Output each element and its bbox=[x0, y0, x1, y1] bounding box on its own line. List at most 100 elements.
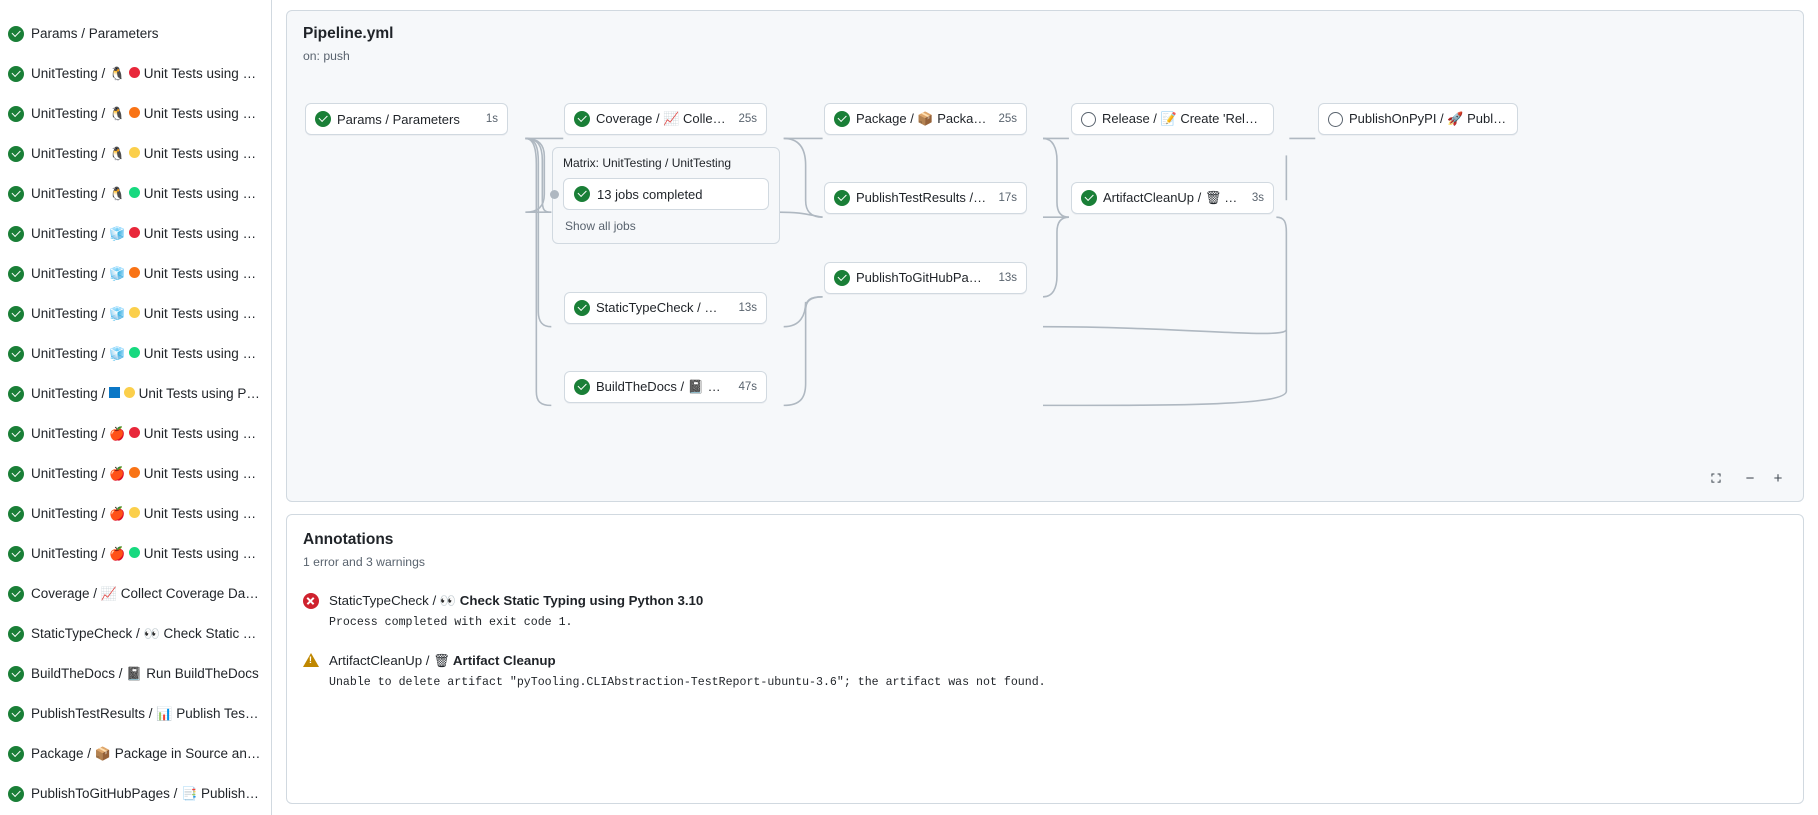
status-success-icon bbox=[8, 586, 24, 602]
python-version-dot-icon bbox=[129, 107, 140, 118]
python-version-dot-icon bbox=[129, 427, 140, 438]
sidebar-job-label: UnitTesting / 🍎 Unit Tests using Pyth… bbox=[31, 506, 261, 521]
sidebar-job-label: UnitTesting / 🧊 Unit Tests using Pyth… bbox=[31, 306, 261, 321]
annotation-message: Unable to delete artifact "pyTooling.CLI… bbox=[329, 676, 1046, 689]
platform-emoji-icon: 🍎 bbox=[109, 546, 126, 561]
platform-emoji-icon: 📦 bbox=[94, 746, 111, 761]
zoom-buttons[interactable]: − + bbox=[1739, 467, 1789, 489]
status-success-icon bbox=[315, 111, 331, 127]
graph-node-label: Params / Parameters bbox=[337, 111, 460, 127]
sidebar-job-label: UnitTesting / 🍎 Unit Tests using Pyth… bbox=[31, 546, 261, 561]
sidebar-job-label: UnitTesting / 🍎 Unit Tests using Pyth… bbox=[31, 426, 261, 441]
platform-swatch bbox=[109, 387, 121, 398]
python-version-dot-icon bbox=[129, 347, 140, 358]
sidebar-job-label: UnitTesting / 🐧 Unit Tests using Pyth… bbox=[31, 146, 261, 161]
sidebar-job-item[interactable]: UnitTesting / 🐧 Unit Tests using Pyth… bbox=[0, 134, 271, 174]
sidebar-job-item[interactable]: UnitTesting / 🧊 Unit Tests using Pyth… bbox=[0, 294, 271, 334]
platform-emoji-icon: 📓 bbox=[126, 666, 143, 681]
status-success-icon bbox=[8, 666, 24, 682]
platform-emoji-icon: 📊 bbox=[156, 706, 173, 721]
workflow-trigger: on: push bbox=[303, 49, 350, 63]
python-version-dot-icon bbox=[129, 227, 140, 238]
sidebar-job-label: UnitTesting / 🍎 Unit Tests using Pyth… bbox=[31, 466, 261, 481]
status-success-icon bbox=[8, 426, 24, 442]
matrix-jobs-label: 13 jobs completed bbox=[597, 186, 703, 202]
platform-emoji-icon: 🍎 bbox=[109, 466, 126, 481]
main-content: Pipeline.yml on: push bbox=[272, 0, 1818, 815]
sidebar-job-item[interactable]: UnitTesting / 🍎 Unit Tests using Pyth… bbox=[0, 414, 271, 454]
graph-node-duration: 47s bbox=[738, 381, 757, 393]
annotation-item[interactable]: StaticTypeCheck / 👀 Check Static Typing … bbox=[303, 591, 1787, 631]
sidebar-job-item[interactable]: UnitTesting / 🧊 Unit Tests using Pyth… bbox=[0, 214, 271, 254]
sidebar-job-item[interactable]: Params / Parameters bbox=[0, 14, 271, 54]
platform-emoji-icon: 🐧 bbox=[109, 146, 126, 161]
annotations-title: Annotations bbox=[303, 531, 394, 548]
graph-node-pypi[interactable]: PublishOnPyPI / 🚀 Publish to … bbox=[1318, 103, 1518, 135]
sidebar-job-label: UnitTesting / Unit Tests using Pyth… bbox=[31, 386, 261, 401]
sidebar-job-item[interactable]: Package / 📦 Package in Source and Wh… bbox=[0, 734, 271, 774]
graph-node-release[interactable]: Release / 📝 Create 'Release P… bbox=[1071, 103, 1274, 135]
status-success-icon bbox=[8, 26, 24, 42]
status-success-icon bbox=[834, 190, 850, 206]
sidebar-job-item[interactable]: UnitTesting / 🐧 Unit Tests using Pyth… bbox=[0, 174, 271, 214]
fit-screen-icon[interactable] bbox=[1705, 467, 1727, 489]
annotation-item[interactable]: ArtifactCleanUp / 🗑 Artifact CleanupUnab… bbox=[303, 651, 1787, 691]
graph-node-package[interactable]: Package / 📦 Package in So…25s bbox=[824, 103, 1027, 135]
graph-node-coverage[interactable]: Coverage / 📈 Collect Cove…25s bbox=[564, 103, 767, 135]
annotation-heading: ArtifactCleanUp / 🗑 Artifact Cleanup bbox=[329, 653, 556, 668]
sidebar-job-item[interactable]: UnitTesting / Unit Tests using Pyth… bbox=[0, 374, 271, 414]
status-pending-icon bbox=[1328, 111, 1343, 127]
matrix-group[interactable]: Matrix: UnitTesting / UnitTesting 13 job… bbox=[550, 147, 780, 244]
status-pending-icon bbox=[1081, 111, 1096, 127]
sidebar-job-label: Package / 📦 Package in Source and Wh… bbox=[31, 746, 261, 761]
matrix-title: Matrix: UnitTesting / UnitTesting bbox=[563, 156, 732, 170]
zoom-out-button[interactable]: − bbox=[1739, 467, 1761, 489]
workflow-graph-card[interactable]: Pipeline.yml on: push bbox=[286, 10, 1804, 502]
graph-node-testresults[interactable]: PublishTestResults / 📊 Pu…17s bbox=[824, 182, 1027, 214]
status-success-icon bbox=[8, 626, 24, 642]
sidebar-job-label: UnitTesting / 🧊 Unit Tests using Pyth… bbox=[31, 266, 261, 281]
graph-node-duration: 17s bbox=[998, 192, 1017, 204]
platform-emoji-icon: 🐧 bbox=[109, 66, 126, 81]
sidebar-job-item[interactable]: UnitTesting / 🧊 Unit Tests using Pyth… bbox=[0, 254, 271, 294]
error-icon bbox=[303, 593, 319, 609]
graph-node-builddocs[interactable]: BuildTheDocs / 📓 Run Buil…47s bbox=[564, 371, 767, 403]
sidebar-job-item[interactable]: UnitTesting / 🍎 Unit Tests using Pyth… bbox=[0, 454, 271, 494]
sidebar-job-item[interactable]: PublishTestResults / 📊 Publish Test Resu… bbox=[0, 694, 271, 734]
sidebar-job-label: PublishToGitHubPages / 📑 Publish to G… bbox=[31, 786, 261, 801]
sidebar-job-label: Params / Parameters bbox=[31, 26, 159, 41]
graph-node-duration: 25s bbox=[998, 113, 1017, 125]
sidebar-job-item[interactable]: BuildTheDocs / 📓 Run BuildTheDocs bbox=[0, 654, 271, 694]
python-version-dot-icon bbox=[129, 507, 140, 518]
sidebar-job-item[interactable]: StaticTypeCheck / 👀 Check Static Typing… bbox=[0, 614, 271, 654]
annotation-step-emoji-icon: 👀 bbox=[439, 593, 457, 608]
sidebar-job-item[interactable]: Coverage / 📈 Collect Coverage Data usi… bbox=[0, 574, 271, 614]
status-success-icon bbox=[8, 106, 24, 122]
show-all-jobs-link[interactable]: Show all jobs bbox=[565, 219, 636, 233]
annotation-step-name: Artifact Cleanup bbox=[449, 653, 556, 668]
graph-zoom-controls[interactable]: − + bbox=[1705, 467, 1789, 489]
platform-emoji-icon: 📈 bbox=[100, 586, 117, 601]
status-success-icon bbox=[834, 270, 850, 286]
graph-node-statictype[interactable]: StaticTypeCheck / 👀 Chec…13s bbox=[564, 292, 767, 324]
sidebar-job-item[interactable]: UnitTesting / 🐧 Unit Tests using Pyth… bbox=[0, 94, 271, 134]
status-success-icon bbox=[8, 546, 24, 562]
graph-node-label: PublishToGitHubPages / 📑 … bbox=[856, 270, 989, 285]
graph-node-label: Release / 📝 Create 'Release P… bbox=[1102, 111, 1264, 126]
sidebar-job-item[interactable]: UnitTesting / 🐧 Unit Tests using Pyth… bbox=[0, 54, 271, 94]
status-success-icon bbox=[574, 111, 590, 127]
sidebar-job-item[interactable]: PublishToGitHubPages / 📑 Publish to G… bbox=[0, 774, 271, 814]
sidebar-job-item[interactable]: UnitTesting / 🍎 Unit Tests using Pyth… bbox=[0, 494, 271, 534]
sidebar-job-item[interactable]: UnitTesting / 🧊 Unit Tests using Pyth… bbox=[0, 334, 271, 374]
graph-node-cleanup[interactable]: ArtifactCleanUp / 🗑 Artifac…3s bbox=[1071, 182, 1274, 214]
annotation-body: StaticTypeCheck / 👀 Check Static Typing … bbox=[329, 591, 1787, 631]
sidebar-job-item[interactable]: UnitTesting / 🍎 Unit Tests using Pyth… bbox=[0, 534, 271, 574]
graph-node-ghpages[interactable]: PublishToGitHubPages / 📑 …13s bbox=[824, 262, 1027, 294]
zoom-in-button[interactable]: + bbox=[1767, 467, 1789, 489]
platform-emoji-icon: 👀 bbox=[143, 626, 160, 641]
matrix-jobs-node[interactable]: 13 jobs completed bbox=[550, 178, 769, 210]
